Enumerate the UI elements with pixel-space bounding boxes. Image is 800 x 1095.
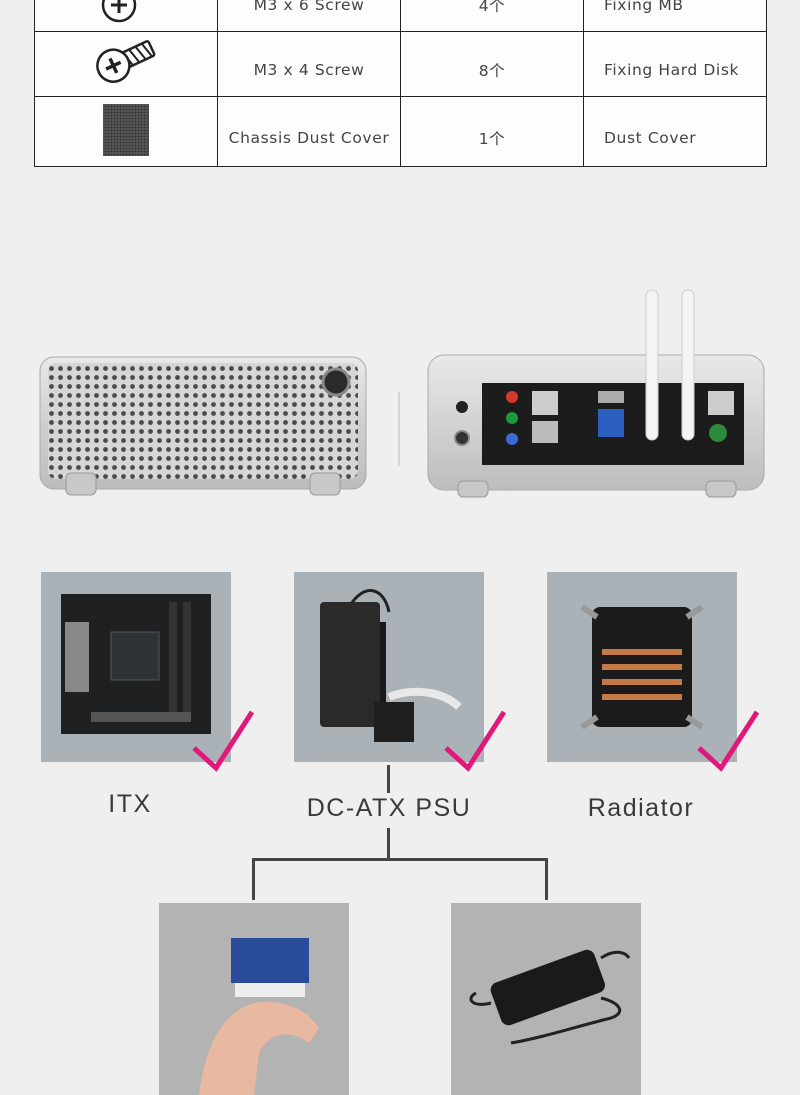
tree-connector: [387, 828, 390, 860]
dc-atx-psu-tile: [294, 572, 484, 762]
parts-table: M3 x 6 Screw 4个 Fixing MB M3 x 4 Screw 8…: [34, 0, 767, 167]
table-row: M3 x 4 Screw 8个 Fixing Hard Disk: [34, 31, 767, 97]
chassis-front-image: [39, 356, 367, 496]
tree-connector: [252, 858, 255, 900]
dc-atx-board-tile: [159, 903, 349, 1095]
screw-icon: [96, 40, 156, 83]
screw-icon-cell: [34, 0, 218, 32]
power-brick-icon: [469, 949, 631, 1045]
chassis-rear-image: [427, 289, 765, 498]
part-usage: Dust Cover: [604, 128, 697, 147]
dust-cover-icon: [103, 103, 149, 156]
dust-cover-cell: [34, 96, 218, 167]
check-mark-icon: [697, 710, 760, 772]
check-mark-icon: [444, 710, 507, 772]
tree-connector: [387, 765, 390, 793]
screw-icon: [101, 0, 137, 23]
table-row: M3 x 6 Screw 4个 Fixing MB: [34, 0, 767, 32]
motherboard-icon: [61, 594, 211, 734]
part-name: M3 x 6 Screw: [253, 0, 365, 14]
screw-icon-cell: [34, 31, 218, 97]
table-row: Chassis Dust Cover 1个 Dust Cover: [34, 96, 767, 167]
radiator-tile: [547, 572, 737, 762]
part-quantity: 1个: [478, 129, 506, 148]
dc-atx-board-icon: [199, 938, 319, 1095]
tree-connector: [545, 858, 548, 900]
cpu-cooler-icon: [580, 604, 704, 730]
tree-connector: [252, 858, 548, 861]
component-label-radiator: Radiator: [587, 794, 695, 822]
power-brick-tile: [451, 903, 641, 1095]
part-quantity: 4个: [478, 0, 506, 15]
part-usage: Fixing Hard Disk: [604, 61, 740, 79]
itx-motherboard-tile: [41, 572, 231, 762]
check-mark-icon: [192, 710, 255, 772]
power-adapter-icon: [320, 589, 462, 742]
part-name: M3 x 4 Screw: [253, 61, 365, 79]
part-usage: Fixing MB: [604, 0, 684, 14]
part-name: Chassis Dust Cover: [228, 128, 390, 147]
component-label-psu: DC-ATX PSU: [306, 794, 472, 822]
part-quantity: 8个: [478, 62, 506, 80]
divider-line: [398, 392, 400, 466]
component-label-itx: ITX: [108, 790, 152, 818]
